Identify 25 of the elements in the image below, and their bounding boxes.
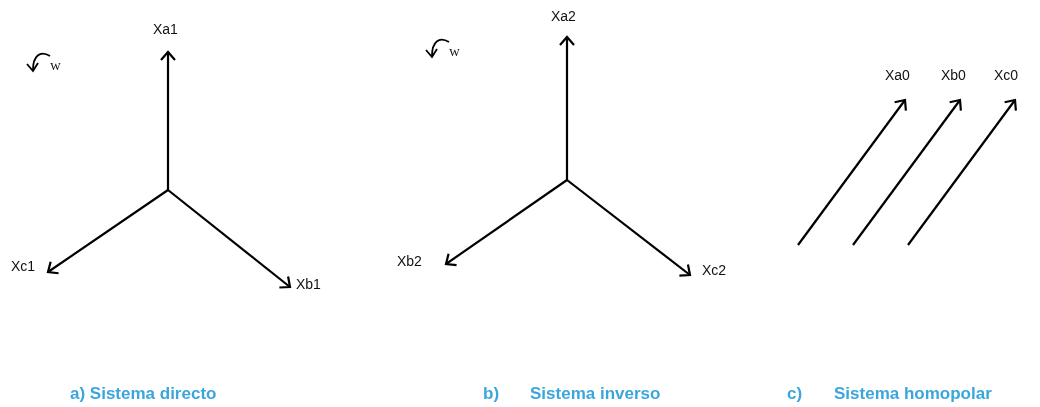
phasor-label: Xb0 [941, 67, 966, 83]
phasor-label: Xc0 [994, 67, 1019, 83]
angular-speed-symbol: w [50, 58, 61, 73]
caption: b) [483, 384, 500, 404]
caption: Sistema homopolar [834, 384, 992, 404]
arrow [566, 179, 692, 277]
phasor-label: Xc1 [11, 258, 36, 274]
arrow [46, 189, 169, 275]
arrow [167, 189, 292, 289]
caption: c) [787, 384, 803, 404]
angular-speed-symbol: w [449, 44, 460, 59]
arrow [558, 35, 576, 180]
phasor-label: Xa0 [885, 67, 910, 83]
caption: a) Sistema directo [70, 384, 217, 404]
phasor-label: Xb2 [397, 253, 422, 269]
phasor-label: Xc2 [702, 262, 727, 278]
phasor-label: Xa1 [153, 21, 178, 37]
arrow [159, 50, 177, 190]
arrow [444, 179, 568, 267]
arrow [797, 98, 907, 246]
caption: Sistema inverso [530, 384, 661, 404]
phasor-label: Xa2 [551, 8, 576, 24]
arrow [907, 98, 1017, 246]
phasor-label: Xb1 [296, 276, 321, 292]
arrow [852, 98, 962, 246]
